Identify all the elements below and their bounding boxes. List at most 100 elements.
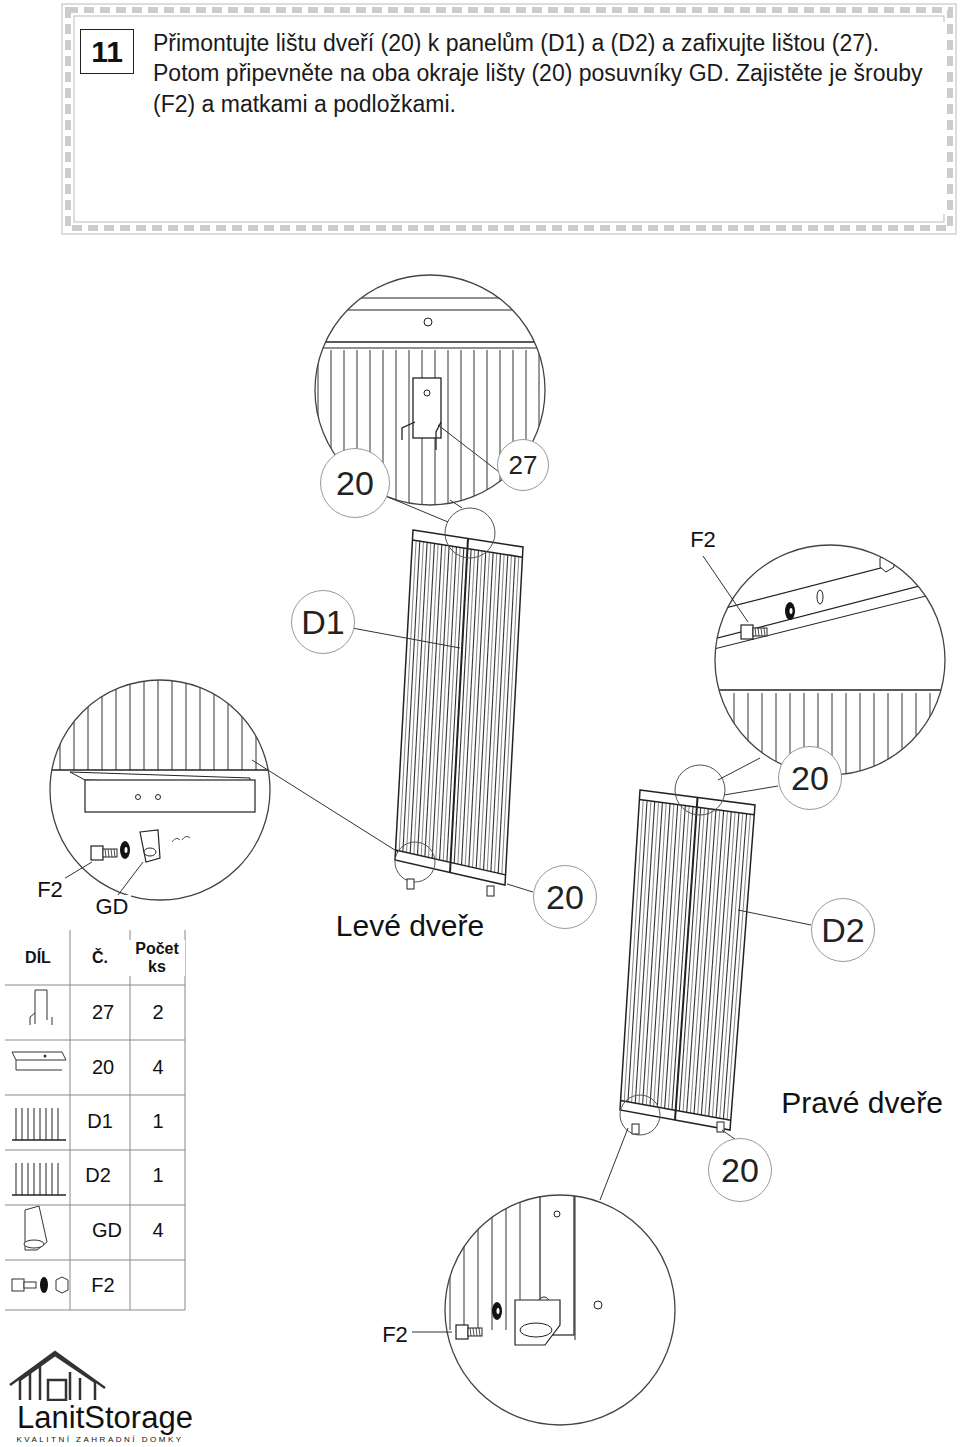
- line: [388, 497, 448, 522]
- callout-number: 20: [546, 880, 584, 914]
- callout-circle: 27: [497, 439, 549, 491]
- line: [443, 547, 460, 860]
- line: [242, 680, 243, 770]
- line: [40, 1108, 41, 1140]
- bolt-head: [741, 625, 753, 639]
- line: [300, 348, 560, 349]
- line: [28, 1108, 29, 1140]
- line: [60, 680, 61, 770]
- line: [5, 1205, 185, 1206]
- line: [88, 680, 89, 770]
- line: [762, 693, 763, 780]
- washer-hole: [125, 847, 128, 853]
- line: [720, 813, 743, 1118]
- part-27-tab: [402, 422, 415, 440]
- line: [228, 680, 229, 770]
- logo-tagline: KVALITNÍ ZAHRADNÍ DOMKY: [14, 1436, 185, 1445]
- line: [200, 680, 201, 770]
- line: [734, 693, 735, 780]
- line: [465, 551, 482, 866]
- line: [448, 350, 449, 510]
- line: [425, 544, 442, 856]
- line: [130, 930, 131, 1310]
- line: [412, 1332, 452, 1333]
- slider-mark: [632, 1124, 639, 1134]
- line: [40, 1163, 41, 1195]
- right-door: [620, 790, 755, 1130]
- slider-wheel: [520, 1323, 552, 1337]
- door-outline: [620, 790, 755, 1130]
- line: [575, 1190, 576, 1340]
- part-label: Pravé dveře: [779, 1086, 945, 1119]
- part-label: 1: [150, 1164, 165, 1186]
- line: [5, 1260, 185, 1261]
- slider-gd: [140, 830, 160, 862]
- line: [74, 680, 75, 770]
- hole: [156, 795, 161, 800]
- bolt-head: [456, 1325, 468, 1339]
- part-label: 4: [150, 1219, 165, 1241]
- part-label: GD: [94, 895, 131, 919]
- line: [105, 849, 106, 857]
- part-label: F2: [35, 878, 65, 902]
- detail-ground: [50, 680, 270, 900]
- line: [639, 802, 659, 1104]
- callout-circle: 20: [533, 865, 597, 929]
- line: [675, 798, 698, 1121]
- parts-table: [5, 930, 185, 1310]
- line: [473, 1328, 474, 1336]
- line: [429, 545, 446, 857]
- line: [16, 1108, 17, 1140]
- line: [473, 552, 490, 867]
- line: [846, 693, 847, 780]
- line: [487, 554, 504, 870]
- line: [102, 680, 103, 770]
- line: [118, 862, 143, 895]
- line: [761, 628, 762, 636]
- line: [5, 985, 185, 986]
- callout-number: 27: [509, 452, 538, 478]
- line: [318, 350, 319, 510]
- line: [414, 543, 431, 854]
- line: [454, 549, 471, 863]
- line: [22, 1163, 23, 1195]
- line: [654, 804, 674, 1106]
- part-label: Levé dveře: [334, 909, 486, 942]
- bolt-shank: [103, 849, 117, 857]
- line: [34, 1108, 35, 1140]
- line: [487, 350, 488, 510]
- icon-gd: [25, 1206, 47, 1250]
- callout-circle: 20: [708, 1138, 772, 1202]
- header-inner: [74, 16, 944, 222]
- line: [478, 1190, 479, 1330]
- line: [5, 1310, 185, 1311]
- line: [703, 556, 748, 622]
- line: [758, 628, 759, 636]
- line: [5, 1150, 185, 1151]
- line: [130, 680, 131, 770]
- line: [300, 310, 560, 311]
- line: [484, 554, 501, 870]
- line: [724, 786, 778, 795]
- line: [635, 802, 654, 1103]
- callout-number: 20: [336, 466, 374, 500]
- line: [712, 812, 735, 1117]
- line: [491, 555, 508, 872]
- icon-20-hole: [44, 1055, 47, 1058]
- line: [502, 557, 519, 874]
- line: [256, 680, 257, 770]
- bolt-shank: [753, 628, 767, 636]
- left-door: [395, 530, 523, 885]
- line: [300, 297, 560, 298]
- line: [50, 769, 270, 771]
- line: [738, 910, 811, 925]
- line: [600, 1128, 628, 1200]
- line: [450, 1190, 451, 1330]
- line: [720, 693, 721, 780]
- line: [396, 350, 397, 510]
- detail-right: [710, 550, 950, 780]
- line: [628, 801, 647, 1102]
- line: [116, 680, 117, 770]
- detail-circle: [50, 680, 270, 900]
